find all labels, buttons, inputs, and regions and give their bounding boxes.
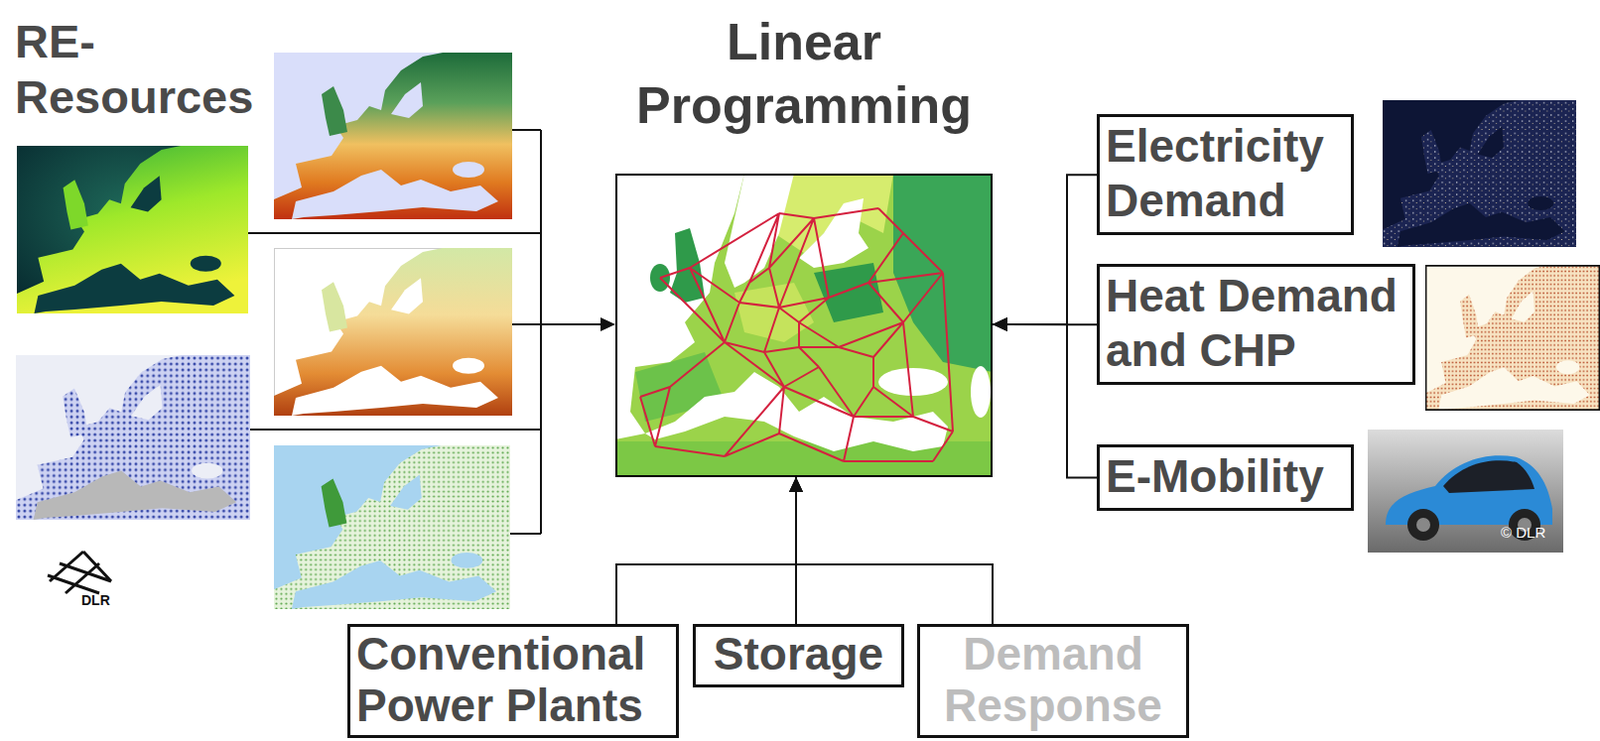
process-box: Heat Demand and CHP bbox=[1096, 264, 1416, 386]
process-box: Electricity Demand bbox=[1096, 114, 1354, 236]
logo-text: DLR bbox=[81, 592, 111, 609]
connector bbox=[796, 477, 993, 625]
connector bbox=[795, 477, 798, 625]
connector bbox=[992, 323, 1097, 326]
box-label: E-Mobility bbox=[1105, 449, 1345, 505]
box-label: Storage bbox=[701, 629, 896, 681]
box-label: Electricity Demand bbox=[1105, 119, 1345, 229]
box-label: Demand Response bbox=[926, 629, 1181, 732]
connector bbox=[992, 324, 1097, 479]
process-box: E-Mobility bbox=[1096, 444, 1354, 512]
diagram-title: Linear Programming bbox=[617, 9, 991, 137]
box-label: Conventional Power Plants bbox=[356, 629, 670, 732]
connector bbox=[616, 477, 797, 625]
box-label: Heat Demand and CHP bbox=[1105, 268, 1407, 379]
connector bbox=[992, 174, 1097, 325]
process-box: Conventional Power Plants bbox=[347, 624, 679, 739]
group-heading: RE-Resources bbox=[14, 13, 264, 126]
process-box: Storage bbox=[692, 624, 905, 688]
process-box: Demand Response bbox=[917, 624, 1190, 739]
map-panel: Linear Programming bbox=[615, 173, 993, 478]
copyright-note: © DLR bbox=[1500, 524, 1546, 542]
